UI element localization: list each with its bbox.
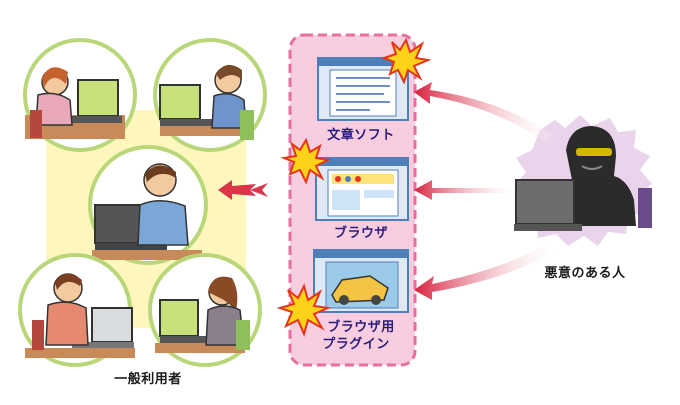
user-top-left-icon <box>23 38 137 152</box>
user-top-right-icon <box>153 38 267 152</box>
attack-arrow-to-word <box>414 82 552 142</box>
burst-icon-word <box>381 37 432 85</box>
label-plugin-line1: ブラウザ用 <box>327 320 395 335</box>
document-window-icon <box>317 57 409 121</box>
label-attacker: 悪意のある人 <box>544 266 626 281</box>
user-bottom-right-icon <box>148 253 262 367</box>
hooded-hacker-icon <box>514 126 652 231</box>
label-general-users: 一般利用者 <box>114 372 182 387</box>
user-center-icon <box>88 145 208 265</box>
attack-arrow-to-plugin <box>414 244 554 300</box>
label-plugin-line2: プラグイン <box>322 337 390 352</box>
attack-arrow-to-users <box>218 180 290 200</box>
burst-icon-browser <box>280 137 332 185</box>
user-bottom-left-icon <box>18 253 135 367</box>
label-browser: ブラウザ <box>333 226 389 241</box>
browser-window-icon <box>315 157 409 221</box>
plugin-window-icon <box>313 249 409 313</box>
attack-arrow-to-browser <box>414 180 514 200</box>
burst-icon-plugin <box>276 283 332 337</box>
label-word-software: 文章ソフト <box>327 128 395 143</box>
